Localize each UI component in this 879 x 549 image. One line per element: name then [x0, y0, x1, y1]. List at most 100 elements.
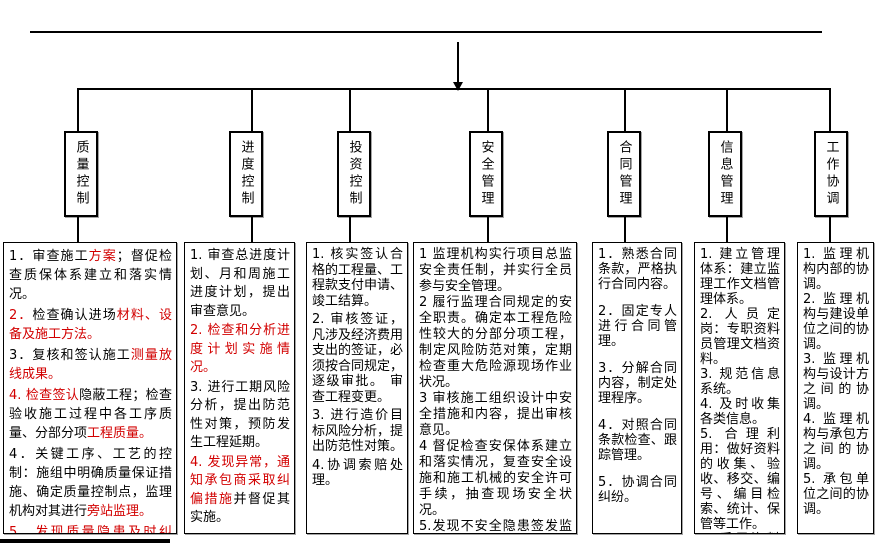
detail-item: 1. 审查总进度计划、月和周施工进度计划，提出审查意见。 — [190, 247, 290, 321]
plain-text: 5. 合理利用：做好资料的收集、验收、移交、编号、编目检索、统计、保管等工作。 — [700, 427, 780, 532]
detail-item: 3．复核和签认施工测量放线成果。 — [9, 346, 172, 384]
detail-box: 1．审查施工方案；督促检查质保体系建立和落实情况。 2．检查确认进场材料、设备及施… — [3, 242, 177, 534]
plain-text: 6. 采用资料文件传阅制。 — [700, 532, 780, 533]
bottom-accent-line — [0, 539, 170, 543]
connector-stub-top — [726, 88, 728, 131]
plain-text: 并督促其实施。 — [190, 491, 290, 526]
plain-text: 2. 人员定岗：专职资料员管理文档资料。 — [700, 307, 780, 367]
connector-stub-bottom — [624, 216, 626, 243]
detail-item: 4. 发现异常，通知承包商采取纠偏措施并督促其实施。 — [190, 454, 290, 528]
highlight-text: 4. 发现异常，通知承包商采取纠偏措施 — [190, 454, 290, 507]
detail-item: 1 监理机构实行项目总监安全责任制，并实行全员参与安全管理。 — [419, 247, 572, 295]
plain-text: 5．协调合同纠纷。 — [598, 475, 677, 505]
highlight-text: 方案 — [88, 249, 117, 264]
detail-item: 3. 进行造价目标风险分析，提出防范性对策。 — [312, 408, 403, 455]
plain-text: 4. 及时收集各类信息。 — [700, 397, 780, 427]
category-label-box: 进度控制 — [229, 131, 263, 217]
flow-arrow-shaft — [457, 42, 459, 83]
detail-item: 5．发现质量隐患及时纠偏；参加工程质量事故处理。 — [9, 523, 172, 534]
connector-stub-top — [349, 88, 351, 131]
highlight-text: 测量放线成果。 — [9, 348, 172, 382]
detail-item: 4.协调索赔处理。 — [312, 458, 403, 489]
detail-item: 4. 监理机构与承包方之间的协调。 — [803, 412, 869, 472]
top-rule-line — [30, 31, 822, 33]
plain-text: 3. 规范信息系统。 — [700, 367, 780, 397]
detail-box: 1．熟悉合同条款，严格执行合同内容。 2．固定专人进行合同管理。 3．分解合同内容，… — [592, 242, 682, 534]
detail-item: 2．固定专人进行合同管理。 — [598, 304, 677, 349]
category-label-box: 安全管理 — [469, 131, 503, 217]
highlight-text: 2． — [9, 308, 33, 323]
highlight-text: 2. 检查和分析进度计划实施情况。 — [190, 323, 290, 375]
category-label-box: 合同管理 — [607, 131, 641, 217]
plain-text: 3 审核施工组织设计中安全措施和内容，提出审核意见。 — [419, 391, 572, 438]
plain-text: 1 监理机构实行项目总监安全责任制，并实行全员参与安全管理。 — [419, 247, 572, 294]
plain-text: 4.协调索赔处理。 — [312, 457, 403, 489]
plain-text: 4．对照合同条款检查、跟踪管理。 — [598, 418, 677, 463]
plain-text: 1．审查施工 — [9, 249, 89, 264]
highlight-text: 旁站监理。 — [87, 504, 153, 519]
detail-box: 1. 监理机构内部的协调。2. 监理机构与建设单位之间的协调。3. 监理机构与设… — [797, 242, 874, 534]
category-label: 信息管理 — [717, 140, 733, 208]
connector-stub-top — [829, 88, 831, 131]
detail-item: 4. 及时收集各类信息。 — [700, 397, 780, 427]
detail-item: 1. 建立管理体系：建立监理工作文档管理体系。 — [700, 247, 780, 307]
detail-item: 2. 审核签证，凡涉及经济费用支出的签证，必须按合同规定，逐级审批。 审查工程变… — [312, 312, 403, 405]
highlight-text: 5．发现质量隐患及时纠偏； — [9, 525, 172, 534]
plain-text: 2. 审核签证，凡涉及经济费用支出的签证，必须按合同规定，逐级审批。 审查工程变… — [312, 312, 404, 405]
plain-text: 检查确认进场 — [32, 308, 117, 323]
plain-text: 4．关键工序、工艺的控制：施组中明确质量保证措施、确定质量控制点，监理机构对其进… — [9, 447, 172, 519]
connector-stub-top — [77, 88, 79, 131]
plain-text: 1．熟悉合同条款，严格执行合同内容。 — [598, 247, 677, 292]
category-label: 工作协调 — [823, 140, 839, 208]
category-label-box: 信息管理 — [708, 131, 742, 217]
plain-text: 3．复核和签认施工 — [9, 348, 131, 363]
category-label: 投资控制 — [346, 140, 362, 208]
connector-stub-bottom — [487, 216, 489, 243]
detail-item: 2 履行监理合同规定的安全职责。确定本工程危险性较大的分部分项工程，制定风险防范… — [419, 295, 572, 391]
detail-item: 4 督促检查安保体系建立和落实情况，复查安全设施和施工机械的安全许可手续，抽查现… — [419, 439, 572, 519]
detail-item: 3. 规范信息系统。 — [700, 367, 780, 397]
detail-item: 6. 采用资料文件传阅制。 — [700, 532, 780, 533]
connector-stub-top — [487, 88, 489, 131]
plain-text: 1. 监理机构内部的协调。 — [803, 247, 869, 292]
connector-stub-bottom — [829, 216, 831, 243]
plain-text: 2. 监理机构与建设单位之间的协调。 — [803, 292, 869, 352]
plain-text: 3. 监理机构与设计方之间的协调。 — [803, 352, 869, 412]
category-label: 安全管理 — [478, 140, 494, 208]
category-label-box: 质量控制 — [64, 131, 98, 217]
plain-text: 4 督促检查安保体系建立和落实情况，复查安全设施和施工机械的安全许可手续，抽查现… — [419, 439, 572, 518]
plain-text: 2 履行监理合同规定的安全职责。确定本工程危险性较大的分部分项工程，制定风险防范… — [419, 295, 572, 390]
plain-text: 5. 承包单位之间的协调。 — [803, 472, 869, 517]
highlight-text: 材料、设备及施工方法。 — [9, 308, 172, 342]
connector-stub-bottom — [726, 216, 728, 243]
detail-box: 1. 核实签认合格的工程量、工程款支付申请、竣工结算。2. 审核签证，凡涉及经济… — [306, 242, 408, 534]
category-label-box: 投资控制 — [337, 131, 371, 217]
plain-text: 1. 建立管理体系：建立监理工作文档管理体系。 — [700, 247, 780, 307]
plain-text: 3. 进行造价目标风险分析，提出防范性对策。 — [312, 408, 404, 454]
connector-stub-bottom — [77, 216, 79, 243]
detail-item: 1. 监理机构内部的协调。 — [803, 247, 869, 292]
plain-text: 3．分解合同内容，制定处理程序。 — [598, 361, 677, 406]
detail-item: 1．审查施工方案；督促检查质保体系建立和落实情况。 — [9, 247, 172, 304]
detail-item: 5. 合理利用：做好资料的收集、验收、移交、编号、编目检索、统计、保管等工作。 — [700, 427, 780, 532]
detail-item: 2. 监理机构与建设单位之间的协调。 — [803, 292, 869, 352]
detail-item: 5. 承包单位之间的协调。 — [803, 472, 869, 517]
category-label: 合同管理 — [616, 140, 632, 208]
plain-text: 1. 核实签认合格的工程量、工程款支付申请、竣工结算。 — [312, 247, 404, 309]
connector-stub-top — [624, 88, 626, 131]
detail-item: 3．分解合同内容，制定处理程序。 — [598, 361, 677, 406]
detail-item: 3 审核施工组织设计中安全措施和内容，提出审核意见。 — [419, 391, 572, 439]
detail-item: 4．对照合同条款检查、跟踪管理。 — [598, 418, 677, 463]
detail-item: 3. 进行工期风险分析，提出防范性对策，预防发生工程延期。 — [190, 379, 290, 453]
detail-item: 1．熟悉合同条款，严格执行合同内容。 — [598, 247, 677, 292]
category-label: 进度控制 — [238, 140, 254, 208]
plain-text: 隐蔽工程；检查验收施工过程中各工序质量、分部分项 — [9, 388, 172, 441]
plain-text: ；督促检查质保体系建立和落实情况。 — [9, 249, 172, 302]
highlight-text: 工程质量。 — [87, 426, 153, 441]
detail-item: 2. 人员定岗：专职资料员管理文档资料。 — [700, 307, 780, 367]
flow-arrow-head-icon — [453, 82, 463, 91]
detail-item: 4. 检查签认隐蔽工程；检查验收施工过程中各工序质量、分部分项工程质量。 — [9, 386, 172, 443]
detail-item: 5.发现不安全隐患签发监理工程师通知单，严重时签发工程暂停令。 — [419, 519, 572, 533]
detail-box: 1 监理机构实行项目总监安全责任制，并实行全员参与安全管理。2 履行监理合同规定… — [413, 242, 577, 534]
